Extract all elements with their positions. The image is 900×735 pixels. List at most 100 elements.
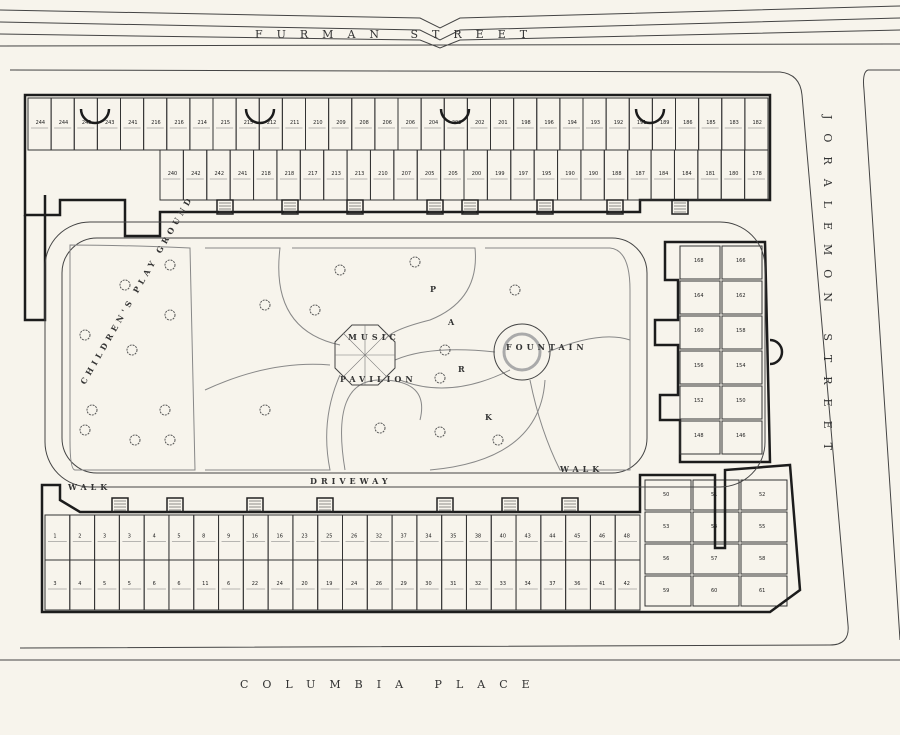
room [679,350,721,385]
room-number: 195 [542,171,552,177]
room-number: 210 [313,120,323,126]
room [143,514,170,561]
tree-icon [374,422,386,434]
room-number: 24 [277,581,283,587]
room-number: 36 [574,581,580,587]
tree-icon [509,284,521,296]
room [168,559,195,611]
room-number: 59 [663,588,669,594]
park-letter-k: K [485,412,496,422]
room-number: 4 [153,534,156,540]
room-number: 185 [706,120,716,126]
room-number: 34 [524,581,530,587]
pavilion-label-top: MUSIC [348,332,400,342]
stair-bay [281,199,299,215]
room-number: 184 [682,171,692,177]
room-number: 45 [574,534,580,540]
room-number: 53 [663,524,669,530]
room-number: 32 [376,534,382,540]
room [69,514,96,561]
room-number: 180 [729,171,739,177]
trees [79,256,521,446]
stair-bay [316,497,334,513]
room-number: 3 [103,534,106,540]
room-number: 58 [759,556,765,562]
tree-icon [79,424,91,436]
room [721,385,763,420]
room-number: 208 [359,120,369,126]
room-number: 201 [498,120,508,126]
room-number: 5 [128,581,131,587]
room-number: 206 [382,120,392,126]
room-number: 213 [331,171,341,177]
room-number: 240 [168,171,178,177]
room-number: 43 [524,534,530,540]
tree-icon [119,279,131,291]
room-number: 166 [736,258,746,264]
room-number: 6 [177,581,180,587]
room-number: 60 [711,588,717,594]
fountain-label: FOUNTAIN [506,342,588,352]
columbia-place-label: COLUMBIA PLACE [240,678,544,691]
room-number: 205 [425,171,435,177]
driveway-outer [44,221,766,488]
room-number: 4 [78,581,81,587]
walk-label-left: WALK [67,482,111,492]
room-number: 178 [752,171,762,177]
room-number: 154 [736,363,746,369]
room [644,575,692,607]
room [721,315,763,350]
room-number: 11 [202,581,208,587]
room [721,420,763,455]
stair-bay [536,199,554,215]
room-number: 20 [301,581,307,587]
room [679,385,721,420]
room [94,514,120,561]
room [644,479,692,511]
room-number: 156 [694,363,704,369]
room-number: 148 [694,433,704,439]
room-number: 50 [663,492,669,498]
tree-icon [86,404,98,416]
room-number: 200 [472,171,482,177]
music-pavilion [334,324,396,386]
tree-icon [492,434,504,446]
room [69,559,96,611]
entrances [79,108,689,513]
room-number: 187 [635,171,645,177]
room-number: 42 [624,581,630,587]
room [744,149,769,201]
room-number: 48 [624,534,630,540]
room [644,543,692,575]
room-number: 33 [500,581,506,587]
room-number: 196 [544,120,554,126]
stair-bay [166,497,184,513]
room-number: 168 [694,258,704,264]
room-number: 204 [429,120,439,126]
room-number: 35 [450,534,456,540]
entrance-porch [79,108,111,125]
stair-bay [111,497,129,513]
stair-bay [346,199,364,215]
room [118,514,145,561]
stair-bay [216,199,234,215]
joralemon-street-label: JORALEMON STREET [821,114,834,464]
room-number: 216 [174,120,184,126]
room-number: 186 [683,120,693,126]
stair-bay [246,497,264,513]
tree-icon [409,256,421,268]
entrance-porch [244,108,276,125]
tree-icon [334,264,346,276]
room-number: 34 [425,534,431,540]
room [644,511,692,543]
joralemon-sidewalk [863,69,900,641]
room [679,280,721,315]
walk-label-right: WALK [559,464,603,474]
room-number: 52 [759,492,765,498]
room [740,479,788,511]
room-number: 3 [53,581,56,587]
room [168,514,195,561]
block-boundary [9,69,849,649]
room-number: 160 [694,328,704,334]
